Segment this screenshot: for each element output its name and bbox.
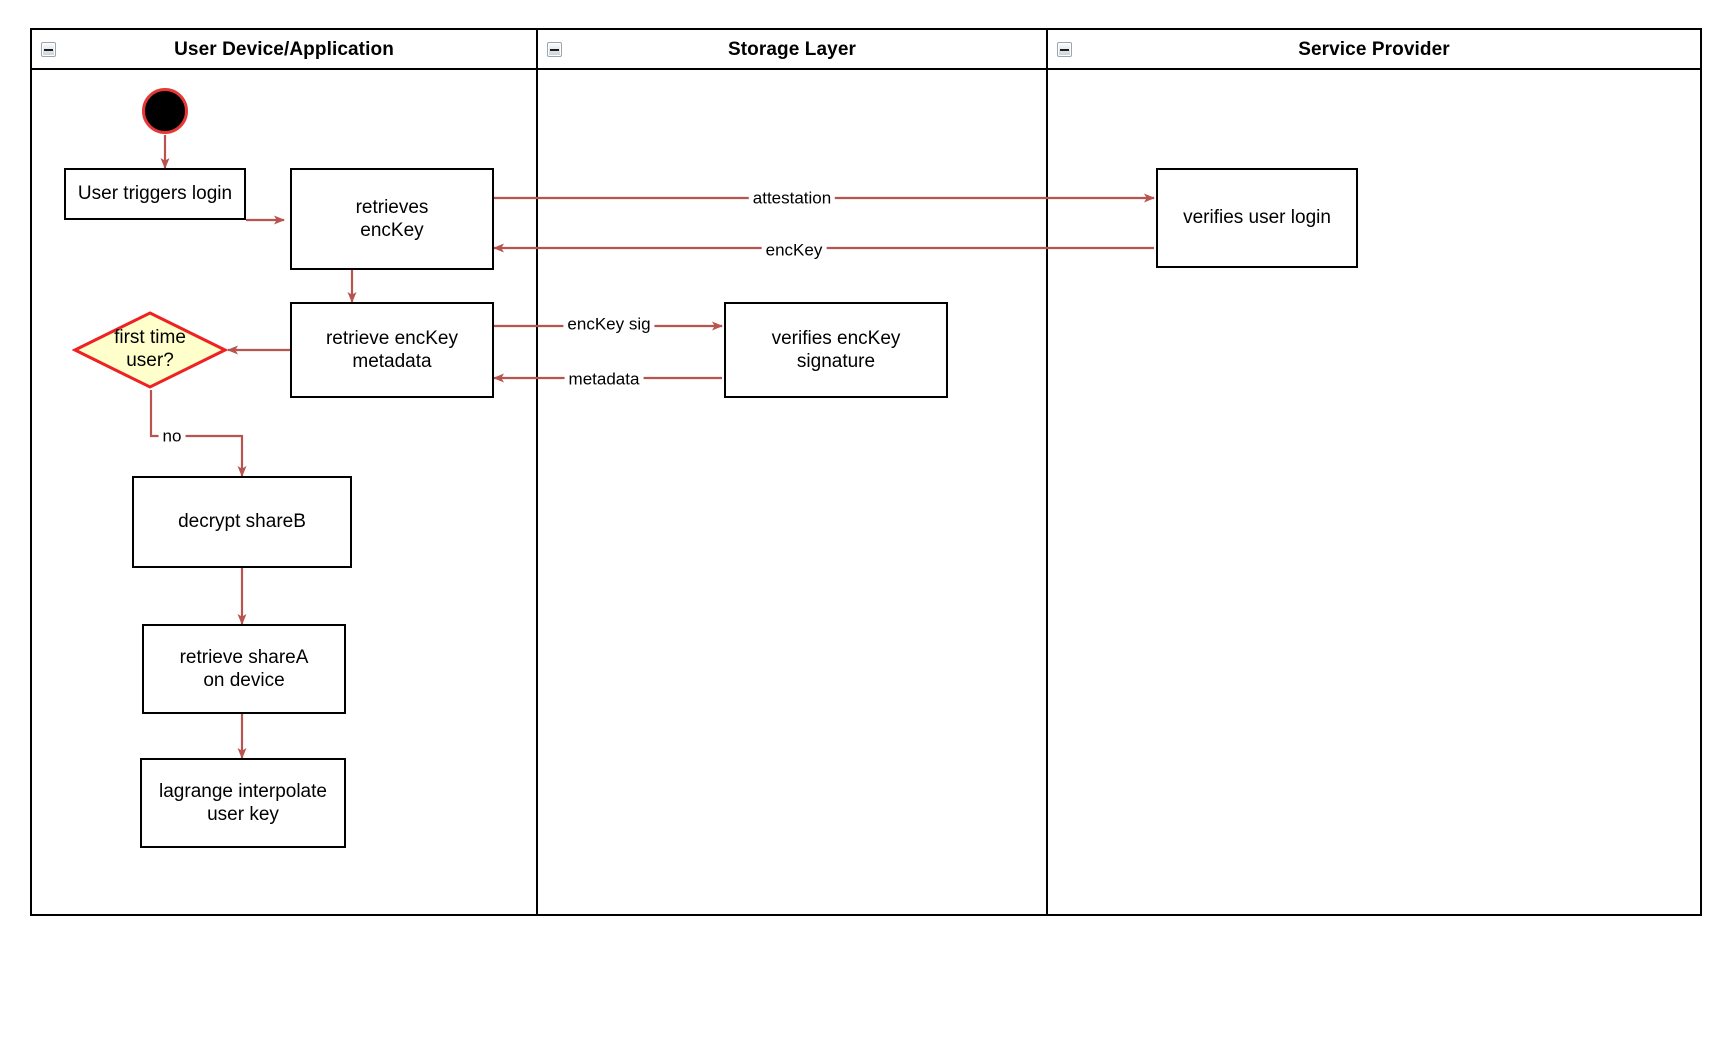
activity-decrypt-shareb[interactable]: decrypt shareB (132, 476, 352, 568)
activity-label: decrypt shareB (178, 511, 306, 533)
decision-first-time-user[interactable]: first time user? (72, 310, 228, 390)
activity-label: lagrange interpolate user key (159, 780, 327, 825)
edge-label-no: no (158, 425, 186, 447)
lane-header-service-provider[interactable]: Service Provider (1048, 30, 1700, 70)
lane-divider-1 (536, 30, 538, 914)
activity-user-triggers-login[interactable]: User triggers login (64, 168, 246, 220)
edge-label-metadata: metadata (564, 368, 644, 390)
activity-verifies-enckey-signature[interactable]: verifies encKey signature (724, 302, 948, 398)
activity-retrieve-sharea-on-device[interactable]: retrieve shareA on device (142, 624, 346, 714)
lane-header-user-device[interactable]: User Device/Application (32, 30, 536, 70)
activity-label: verifies user login (1183, 207, 1331, 229)
collapse-minus-icon[interactable] (1057, 42, 1072, 57)
lane-divider-2 (1046, 30, 1048, 914)
lane-title-service-provider: Service Provider (1298, 39, 1450, 60)
lane-header-storage-layer[interactable]: Storage Layer (538, 30, 1046, 70)
initial-node[interactable] (142, 88, 188, 134)
swimlane-pool: User Device/Application Storage Layer Se… (30, 28, 1702, 916)
edge-label-attestation: attestation (748, 187, 836, 209)
lane-title-storage-layer: Storage Layer (727, 39, 857, 60)
decision-shape (72, 311, 228, 389)
decision-label: first time user? (114, 327, 186, 371)
activity-label: retrieve encKey metadata (325, 327, 458, 372)
lane-title-user-device: User Device/Application (174, 39, 394, 60)
activity-retrieves-enckey[interactable]: retrieves encKey (290, 168, 494, 270)
activity-label: verifies encKey signature (771, 327, 901, 372)
activity-retrieve-enckey-metadata[interactable]: retrieve encKey metadata (290, 302, 494, 398)
activity-lagrange-interpolate-user-key[interactable]: lagrange interpolate user key (140, 758, 346, 848)
collapse-minus-icon[interactable] (547, 42, 562, 57)
activity-label: retrieve shareA on device (179, 646, 309, 691)
activity-verifies-user-login[interactable]: verifies user login (1156, 168, 1358, 268)
activity-label: User triggers login (77, 183, 233, 205)
edge-label-enckey-sig: encKey sig (563, 313, 655, 335)
edge-label-enckey: encKey (761, 239, 827, 261)
activity-label: retrieves encKey (355, 196, 429, 241)
collapse-minus-icon[interactable] (41, 42, 56, 57)
